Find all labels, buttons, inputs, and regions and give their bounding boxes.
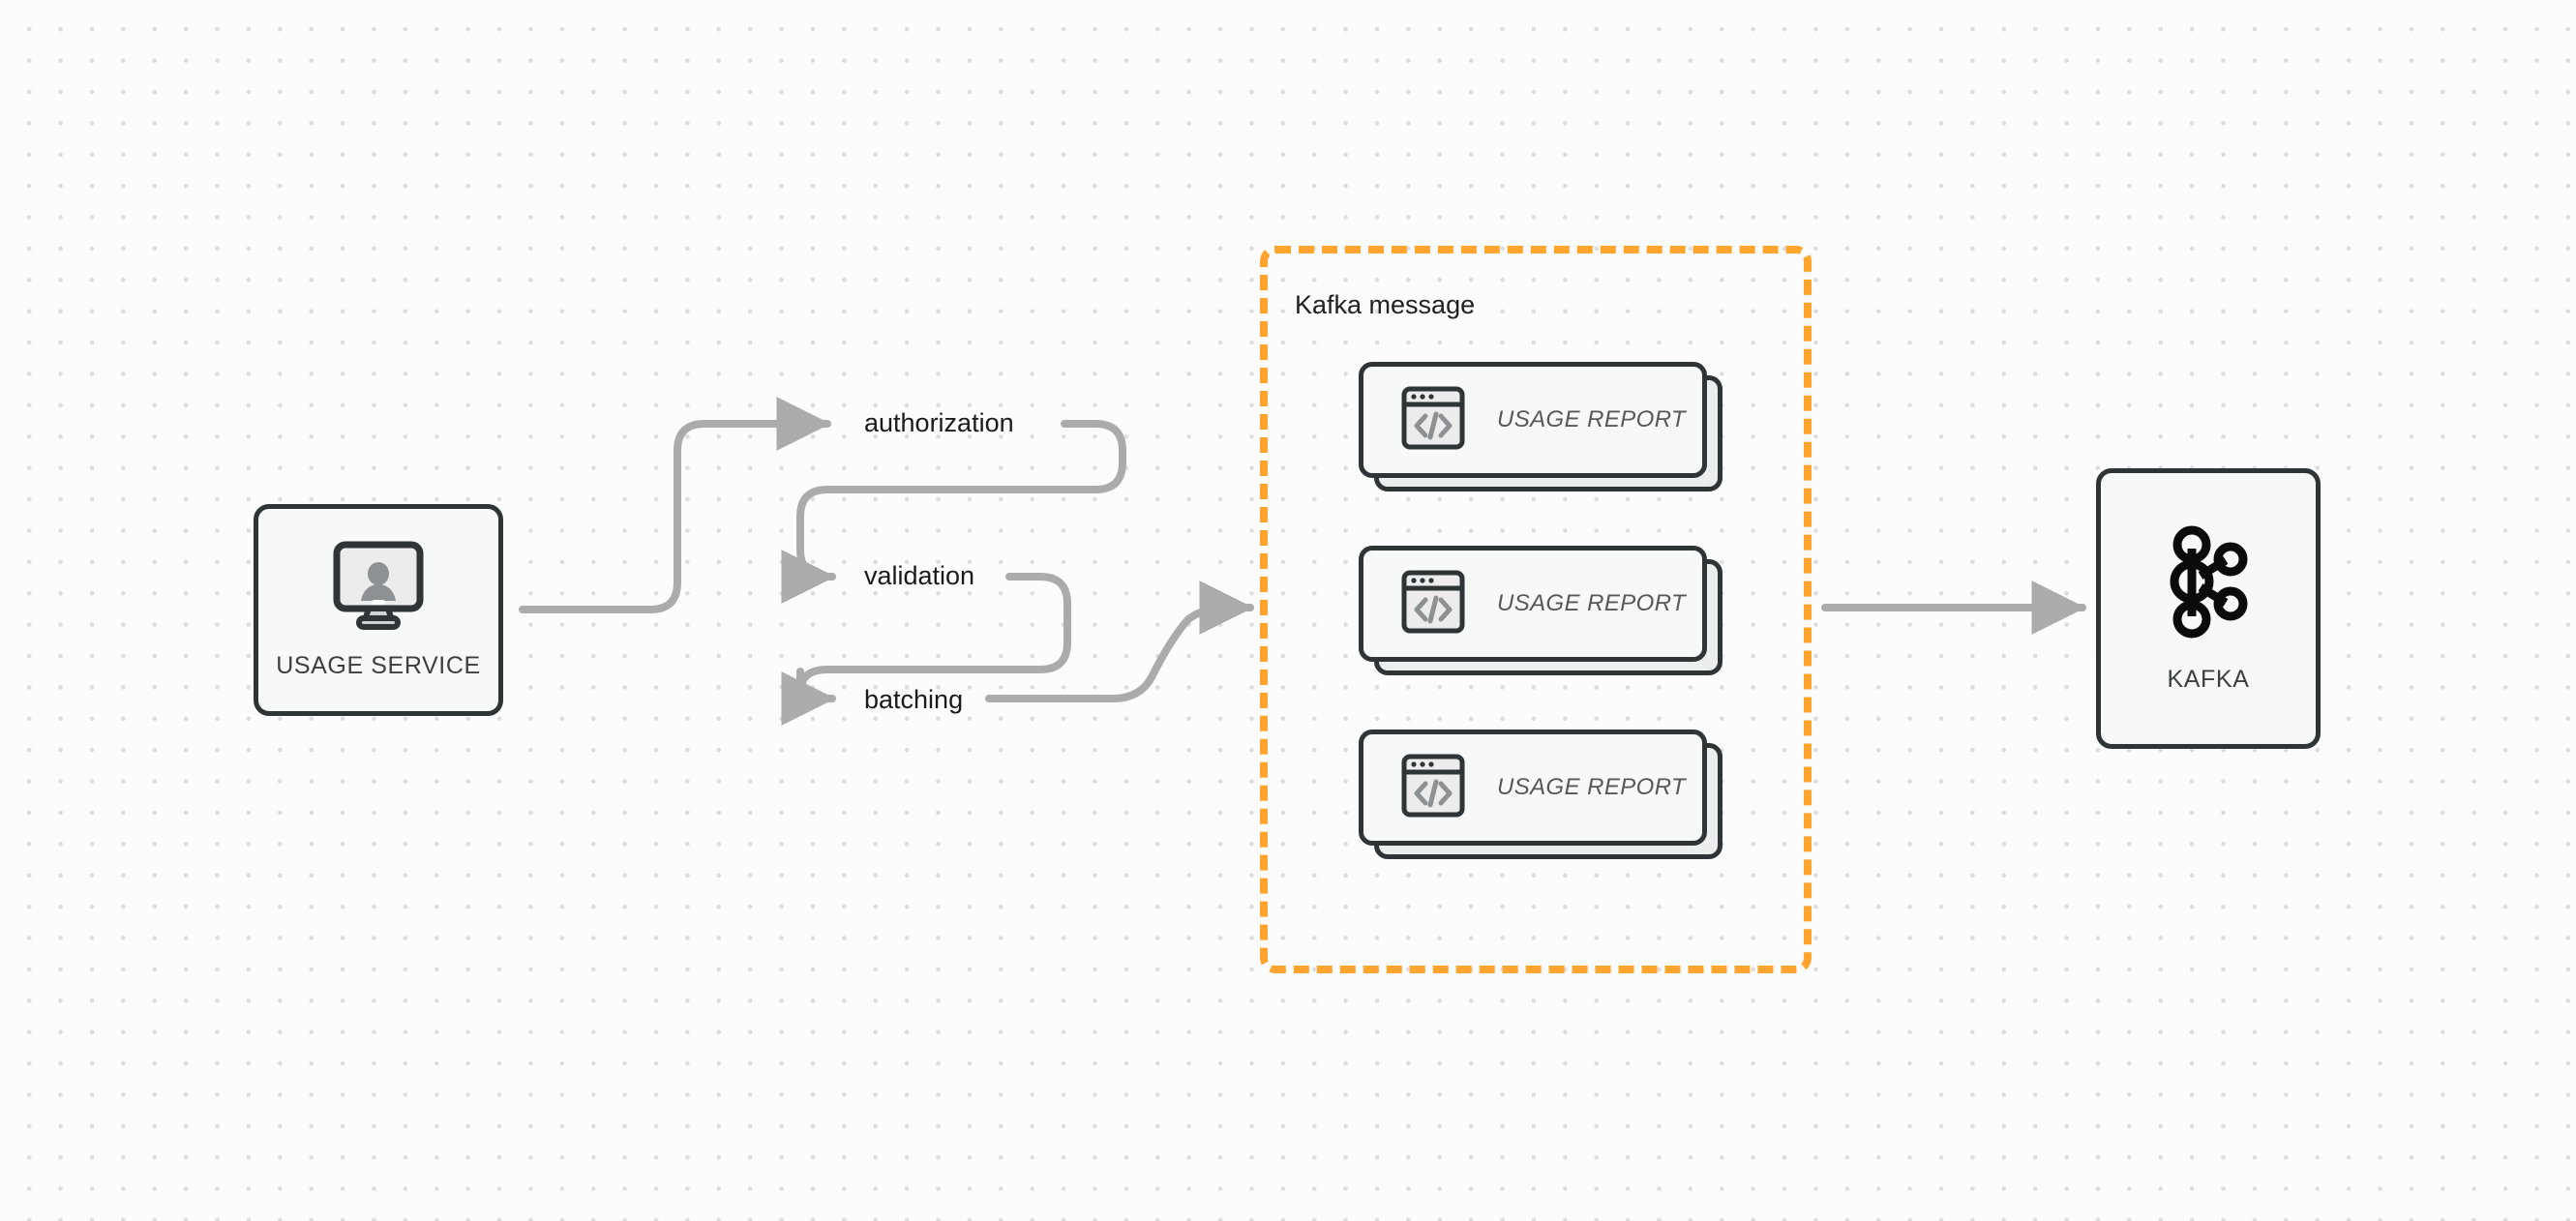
step-label-batching: batching [864,685,964,714]
edge-validation-to-batching [781,573,1071,726]
card-usage-report-label: USAGE REPORT [1497,774,1687,800]
monitor-user-icon [332,541,425,635]
card-usage-report[interactable]: USAGE REPORT [1359,730,1722,859]
node-kafka-label: KAFKA [2167,666,2250,693]
node-kafka[interactable]: KAFKA [2096,468,2321,749]
node-usage-service-label: USAGE SERVICE [276,651,481,679]
card-face: USAGE REPORT [1359,362,1707,478]
card-usage-report[interactable]: USAGE REPORT [1359,546,1722,675]
edge-authorization-to-validation [781,420,1126,604]
code-window-icon [1400,569,1466,640]
step-label-authorization: authorization [864,408,1014,437]
node-usage-service[interactable]: USAGE SERVICE [254,504,503,716]
code-window-icon [1400,385,1466,456]
kafka-logo-icon [2162,523,2255,644]
card-face: USAGE REPORT [1359,730,1707,846]
code-window-icon [1400,753,1466,823]
step-label-validation: validation [864,561,975,590]
edge-usage-service-to-authorization [519,397,831,613]
card-usage-report[interactable]: USAGE REPORT [1359,362,1722,491]
card-usage-report-label: USAGE REPORT [1497,406,1687,432]
edge-batching-to-kafka-message [985,581,1254,702]
card-face: USAGE REPORT [1359,546,1707,662]
group-kafka-message-title: Kafka message [1295,290,1476,319]
card-usage-report-label: USAGE REPORT [1497,590,1687,616]
group-kafka-message [1260,246,1812,973]
